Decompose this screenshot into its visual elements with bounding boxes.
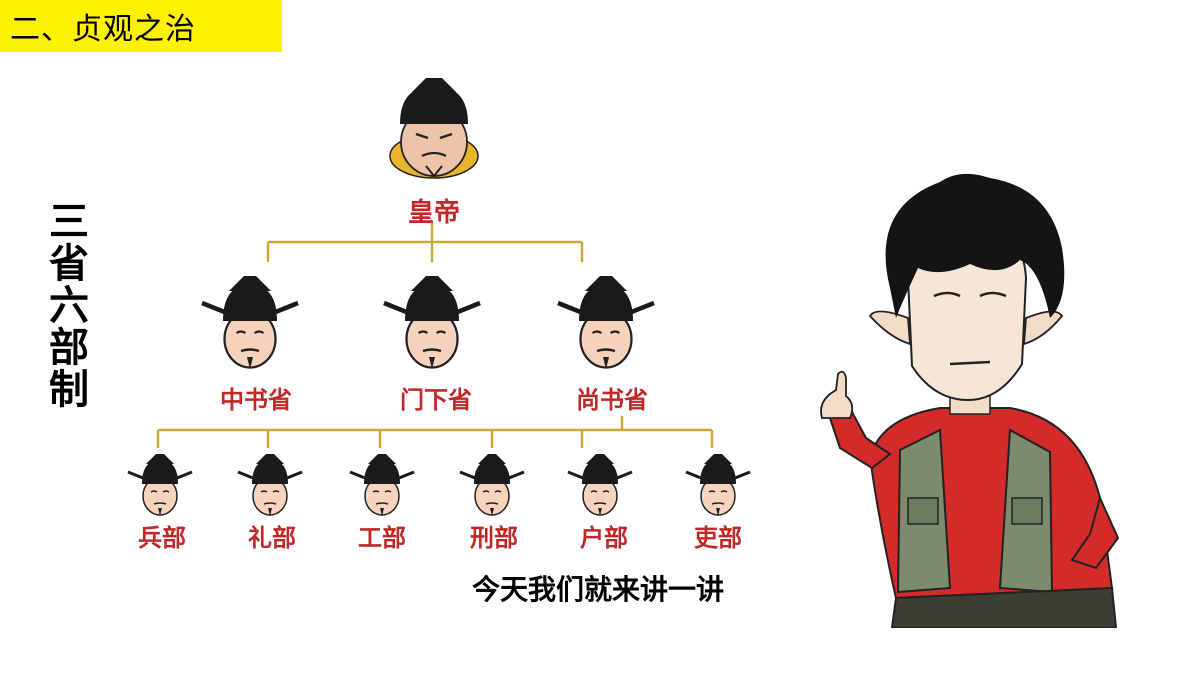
node-label-shangshu: 尚书省 xyxy=(576,386,648,414)
narrator-character xyxy=(820,173,1120,628)
emperor-figure xyxy=(389,78,479,179)
ministry-figure xyxy=(458,452,526,518)
node-label-zhongshu: 中书省 xyxy=(220,386,292,414)
node-label-gongbu: 工部 xyxy=(358,524,406,552)
ministry-figure xyxy=(348,452,416,518)
section-title: 二、贞观之治 xyxy=(10,12,196,47)
node-label-bingbu: 兵部 xyxy=(138,524,186,552)
department-figure xyxy=(384,276,480,369)
node-label-libu: 礼部 xyxy=(248,524,296,552)
node-label-hubu: 户部 xyxy=(580,524,628,552)
department-figure xyxy=(202,276,298,369)
connector-lines xyxy=(156,222,714,448)
ministry-figure xyxy=(126,452,194,518)
node-label-emperor: 皇帝 xyxy=(407,198,461,228)
node-label-xingbu: 刑部 xyxy=(470,524,518,552)
ministry-figure xyxy=(566,452,634,518)
node-label-libu-officials: 吏部 xyxy=(694,524,742,552)
department-figure xyxy=(558,276,654,369)
section-title-banner: 二、贞观之治 xyxy=(0,0,282,52)
ministry-figure xyxy=(684,452,752,518)
ministry-figure xyxy=(236,452,304,518)
video-subtitle: 今天我们就来讲一讲 xyxy=(472,573,725,606)
node-label-menxia: 门下省 xyxy=(400,386,472,414)
side-title: 三省六部制 xyxy=(42,200,88,410)
